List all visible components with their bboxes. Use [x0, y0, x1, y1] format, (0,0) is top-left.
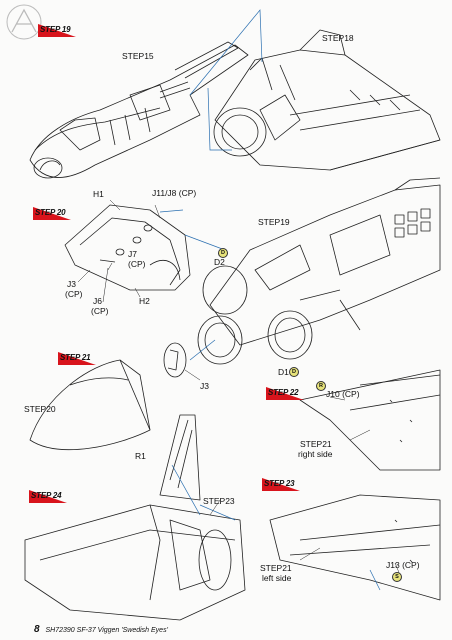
canopy-frame-drawing	[64, 204, 191, 291]
fuselage-step18-drawing	[213, 29, 441, 171]
step-flag-shape	[266, 387, 304, 400]
step-20-flag: STEP 20	[33, 207, 83, 220]
watermark-logo	[6, 4, 42, 40]
fuselage-step15-drawing	[29, 41, 249, 179]
step-flag-shape	[29, 490, 67, 503]
label-step19: STEP19	[258, 217, 290, 227]
fuselage-step24-drawing	[24, 504, 246, 621]
label-step15: STEP15	[122, 51, 154, 61]
step-flag-shape	[262, 478, 300, 491]
decal-badge-s: S	[392, 572, 402, 582]
label-step21-left: STEP21	[260, 563, 292, 573]
step-24-flag: STEP 24	[29, 490, 79, 503]
step-23-label: STEP 23	[264, 479, 295, 488]
label-j10: J10 (CP)	[326, 389, 360, 399]
guide-lines	[159, 9, 381, 591]
label-h2: H2	[139, 296, 150, 306]
step-24-label: STEP 24	[31, 491, 62, 500]
label-j6-cp: (CP)	[91, 306, 109, 316]
decal-badge-r: R	[316, 381, 326, 391]
label-j13: J13 (CP)	[386, 560, 420, 570]
wing-step23-drawing	[269, 494, 441, 601]
step-22-flag: STEP 22	[266, 387, 316, 400]
label-step20: STEP20	[24, 404, 56, 414]
label-h1: H1	[93, 189, 104, 199]
label-step21-right: STEP21	[300, 439, 332, 449]
step-21-label: STEP 21	[60, 353, 91, 362]
label-step18: STEP18	[322, 33, 354, 43]
label-j7-cp: (CP)	[128, 259, 146, 269]
label-step23: STEP23	[203, 496, 235, 506]
step-flag-shape	[33, 207, 71, 220]
step-19-label: STEP 19	[40, 25, 71, 34]
nose-cone-drawing	[29, 342, 187, 451]
label-j11-j8: J11/J8 (CP)	[152, 188, 197, 198]
label-d2: D2	[214, 257, 225, 267]
step-21-flag: STEP 21	[58, 352, 108, 365]
tail-fin-drawing	[159, 414, 201, 501]
step-23-flag: STEP 23	[262, 478, 312, 491]
label-right-side: right side	[298, 449, 333, 459]
step-flag-shape	[58, 352, 96, 365]
label-j3-canopy: J3	[67, 279, 76, 289]
label-j7: J7	[128, 249, 137, 259]
leader-lines	[77, 199, 401, 576]
footer-title: SH72390 SF-37 Viggen 'Swedish Eyes'	[45, 627, 168, 634]
step-flag-shape	[38, 24, 76, 37]
label-d1: D1	[278, 367, 289, 377]
page-footer: 8 SH72390 SF-37 Viggen 'Swedish Eyes'	[34, 624, 168, 635]
page-number: 8	[34, 624, 40, 635]
wing-step22-drawing	[299, 369, 441, 471]
label-left-side: left side	[262, 573, 292, 583]
label-j3-cp: (CP)	[65, 289, 83, 299]
label-j3-nose: J3	[200, 381, 209, 391]
step-20-label: STEP 20	[35, 208, 66, 217]
fuselage-step19-drawing	[197, 177, 441, 365]
step-22-label: STEP 22	[268, 388, 299, 397]
decal-badge-d1: D	[289, 367, 299, 377]
decal-badge-d2: D	[218, 248, 228, 258]
step-19-flag: STEP 19	[38, 24, 88, 37]
label-r1: R1	[135, 451, 146, 461]
label-j6: J6	[93, 296, 102, 306]
